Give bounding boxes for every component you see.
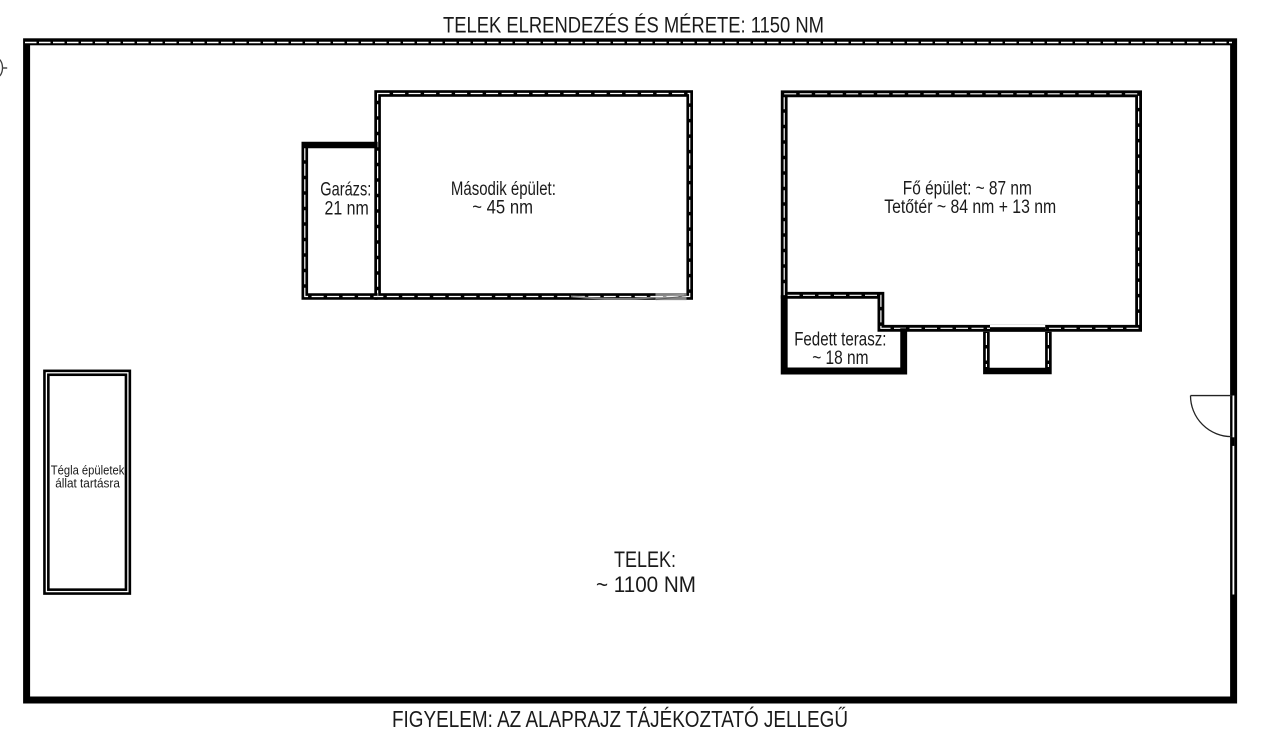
svg-text:TELEK ELRENDEZÉS ÉS MÉRETE: 11: TELEK ELRENDEZÉS ÉS MÉRETE: 1150 NM <box>443 13 824 38</box>
svg-text:TELEK:: TELEK: <box>614 547 676 572</box>
svg-text:FIGYELEM: AZ ALAPRAJZ TÁJÉKOZT: FIGYELEM: AZ ALAPRAJZ TÁJÉKOZTATÓ JELLEG… <box>392 706 848 732</box>
svg-text:~ 1100 NM: ~ 1100 NM <box>596 572 696 597</box>
svg-text:21 nm: 21 nm <box>325 198 369 219</box>
svg-text:Fő épület: ~ 87 nm: Fő épület: ~ 87 nm <box>903 178 1032 199</box>
svg-text:~ 18 nm: ~ 18 nm <box>812 348 868 369</box>
svg-text:Tetőtér ~ 84 nm + 13 nm: Tetőtér ~ 84 nm + 13 nm <box>884 197 1056 218</box>
svg-text:állat tartásra: állat tartásra <box>55 477 120 491</box>
svg-text:Fedett terasz:: Fedett terasz: <box>794 330 886 351</box>
svg-text:Tégla épületek: Tégla épületek <box>51 464 125 478</box>
svg-text:Garázs:: Garázs: <box>320 180 371 201</box>
svg-text:Második épület:: Második épület: <box>451 179 556 200</box>
svg-text:~ 45 nm: ~ 45 nm <box>472 197 533 218</box>
